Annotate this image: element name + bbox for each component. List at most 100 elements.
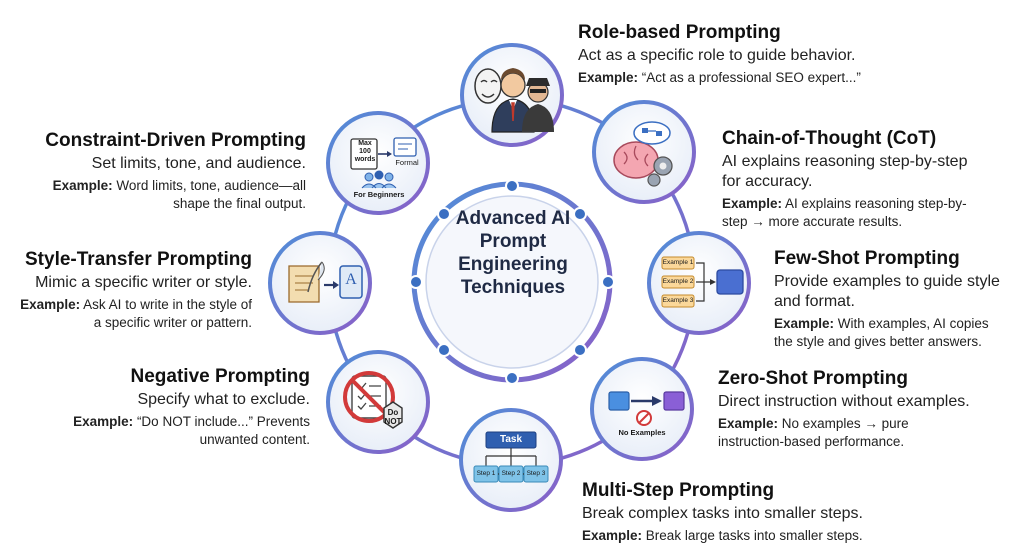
style-glyph: A (345, 271, 357, 288)
technique-few-shot: Few-Shot Prompting Provide examples to g… (774, 248, 1019, 351)
example-label: Example: (20, 297, 81, 312)
technique-zero-shot: Zero-Shot Prompting Direct instruction w… (718, 368, 1018, 451)
technique-title: Role-based Prompting (578, 22, 781, 43)
technique-example: Example: With examples, AI copies the sty… (774, 315, 1019, 351)
example-label: Example: (52, 178, 113, 193)
multistep-step-3: Step 3 (526, 470, 546, 477)
example-text: step → more accurate results. (722, 214, 903, 229)
connector-dot (437, 343, 451, 357)
technique-description: Break complex tasks into smaller steps. (582, 505, 863, 522)
technique-example: Example: Word limits, tone, audience—all… (10, 177, 306, 213)
example-text: the style and gives better answers. (774, 334, 982, 349)
technique-multi-step: Multi-Step Prompting Break complex tasks… (582, 480, 1002, 545)
example-text: “Do NOT include...” Prevents (136, 414, 310, 429)
center-title: Advanced AI Prompt Engineering Technique… (438, 207, 588, 299)
constraint-box-line: words (354, 156, 376, 163)
center-title-line: Techniques (460, 277, 566, 298)
do-not-stamp: Do NOT (384, 408, 402, 426)
example-text: Word limits, tone, audience—all (116, 178, 306, 193)
technique-style-transfer: Style-Transfer Prompting Mimic a specifi… (10, 249, 252, 332)
example-label: Example: (73, 414, 134, 429)
multistep-step-2: Step 2 (501, 470, 521, 477)
technique-example: Example: Ask AI to write in the style of… (10, 296, 252, 332)
constraint-audience-text: For Beginners (353, 190, 405, 199)
technique-negative: Negative Prompting Specify what to exclu… (20, 366, 310, 449)
example-text: Break large tasks into smaller steps. (645, 528, 863, 543)
example-text: Ask AI to write in the style of (83, 297, 252, 312)
constraint-formal-text: Formal (395, 158, 419, 167)
example-label: Example: (578, 70, 639, 85)
technique-title: Constraint-Driven Prompting (45, 130, 306, 151)
theater-masks-icon (474, 68, 502, 104)
fewshot-example-1: Example 1 (662, 259, 694, 266)
technique-example: Example: Break large tasks into smaller … (582, 527, 1002, 545)
description-line: and format. (774, 293, 855, 310)
technique-description: Specify what to exclude. (137, 391, 310, 408)
constraint-box-line: 100 (359, 148, 371, 155)
center-title-line: Engineering (458, 254, 568, 275)
example-text: “Act as a professional SEO expert...” (641, 70, 861, 85)
spy-person-icon (522, 78, 554, 132)
node-ring-zeroshot (590, 357, 694, 461)
technique-description: Act as a specific role to guide behavior… (578, 47, 856, 64)
technique-title: Style-Transfer Prompting (25, 249, 252, 270)
example-text: shape the final output. (173, 196, 306, 211)
constraint-doc-icon (350, 137, 417, 189)
technique-example: Example: AI explains reasoning step-by-s… (722, 195, 1012, 231)
example-label: Example: (722, 196, 783, 211)
zeroshot-caption: No Examples (618, 428, 666, 437)
example-text: a specific writer or pattern. (93, 315, 252, 330)
fewshot-example-3: Example 3 (662, 297, 694, 304)
example-label: Example: (718, 416, 779, 431)
description-line: AI explains reasoning step-by-step (722, 153, 968, 170)
technique-example: Example: “Do NOT include...” Prevents unw… (20, 413, 310, 449)
technique-example: Example: No examples → pure instruction-b… (718, 415, 1018, 451)
example-label: Example: (774, 316, 835, 331)
multistep-task-label: Task (499, 434, 523, 445)
description-line: for accuracy. (722, 173, 813, 190)
example-text: With examples, AI copies (837, 316, 989, 331)
connector-dot (601, 275, 615, 289)
technique-description: AI explains reasoning step-by-step for ac… (722, 152, 1012, 192)
node-ring-styletransfer (268, 231, 372, 335)
technique-title: Few-Shot Prompting (774, 248, 960, 269)
do-not-stamp-line: NOT (384, 417, 402, 426)
technique-description: Direct instruction without examples. (718, 393, 970, 410)
technique-description: Provide examples to guide style and forma… (774, 272, 1019, 312)
task-steps-icon (473, 431, 549, 483)
connector-dot (437, 207, 451, 221)
technique-chain-of-thought: Chain-of-Thought (CoT) AI explains reaso… (722, 128, 1012, 231)
example-label: Example: (582, 528, 643, 543)
technique-title: Zero-Shot Prompting (718, 368, 908, 389)
connector-dot (409, 275, 423, 289)
multistep-step-1: Step 1 (476, 470, 496, 477)
center-title-line: Prompt (479, 231, 547, 252)
technique-description: Mimic a specific writer or style. (35, 274, 252, 291)
do-not-stamp-line: Do (387, 408, 399, 417)
constraint-box-line: Max (358, 140, 372, 147)
example-text: No examples → pure (781, 416, 909, 431)
connector-dot (505, 371, 519, 385)
prohibited-list-icon (343, 371, 403, 429)
example-text: unwanted content. (199, 432, 310, 447)
technique-description: Set limits, tone, and audience. (91, 155, 306, 172)
fewshot-example-2: Example 2 (662, 278, 694, 285)
constraint-box-text: Max 100 words (352, 140, 378, 164)
center-title-line: Advanced AI (455, 208, 571, 229)
technique-title: Chain-of-Thought (CoT) (722, 128, 937, 149)
no-examples-icon (608, 391, 685, 426)
description-line: Provide examples to guide style (774, 273, 1000, 290)
technique-title: Negative Prompting (130, 366, 310, 387)
technique-role-based: Role-based Prompting Act as a specific r… (578, 22, 998, 87)
connector-dot (505, 179, 519, 193)
example-text: instruction-based performance. (718, 434, 905, 449)
connector-dot (573, 207, 587, 221)
scroll-quill-icon (288, 261, 363, 303)
technique-example: Example: “Act as a professional SEO expe… (578, 69, 998, 87)
connector-dot (573, 343, 587, 357)
brain-gears-icon (613, 121, 673, 187)
technique-title: Multi-Step Prompting (582, 480, 775, 501)
example-text: AI explains reasoning step-by- (785, 196, 967, 211)
technique-constraint-driven: Constraint-Driven Prompting Set limits, … (10, 130, 306, 213)
